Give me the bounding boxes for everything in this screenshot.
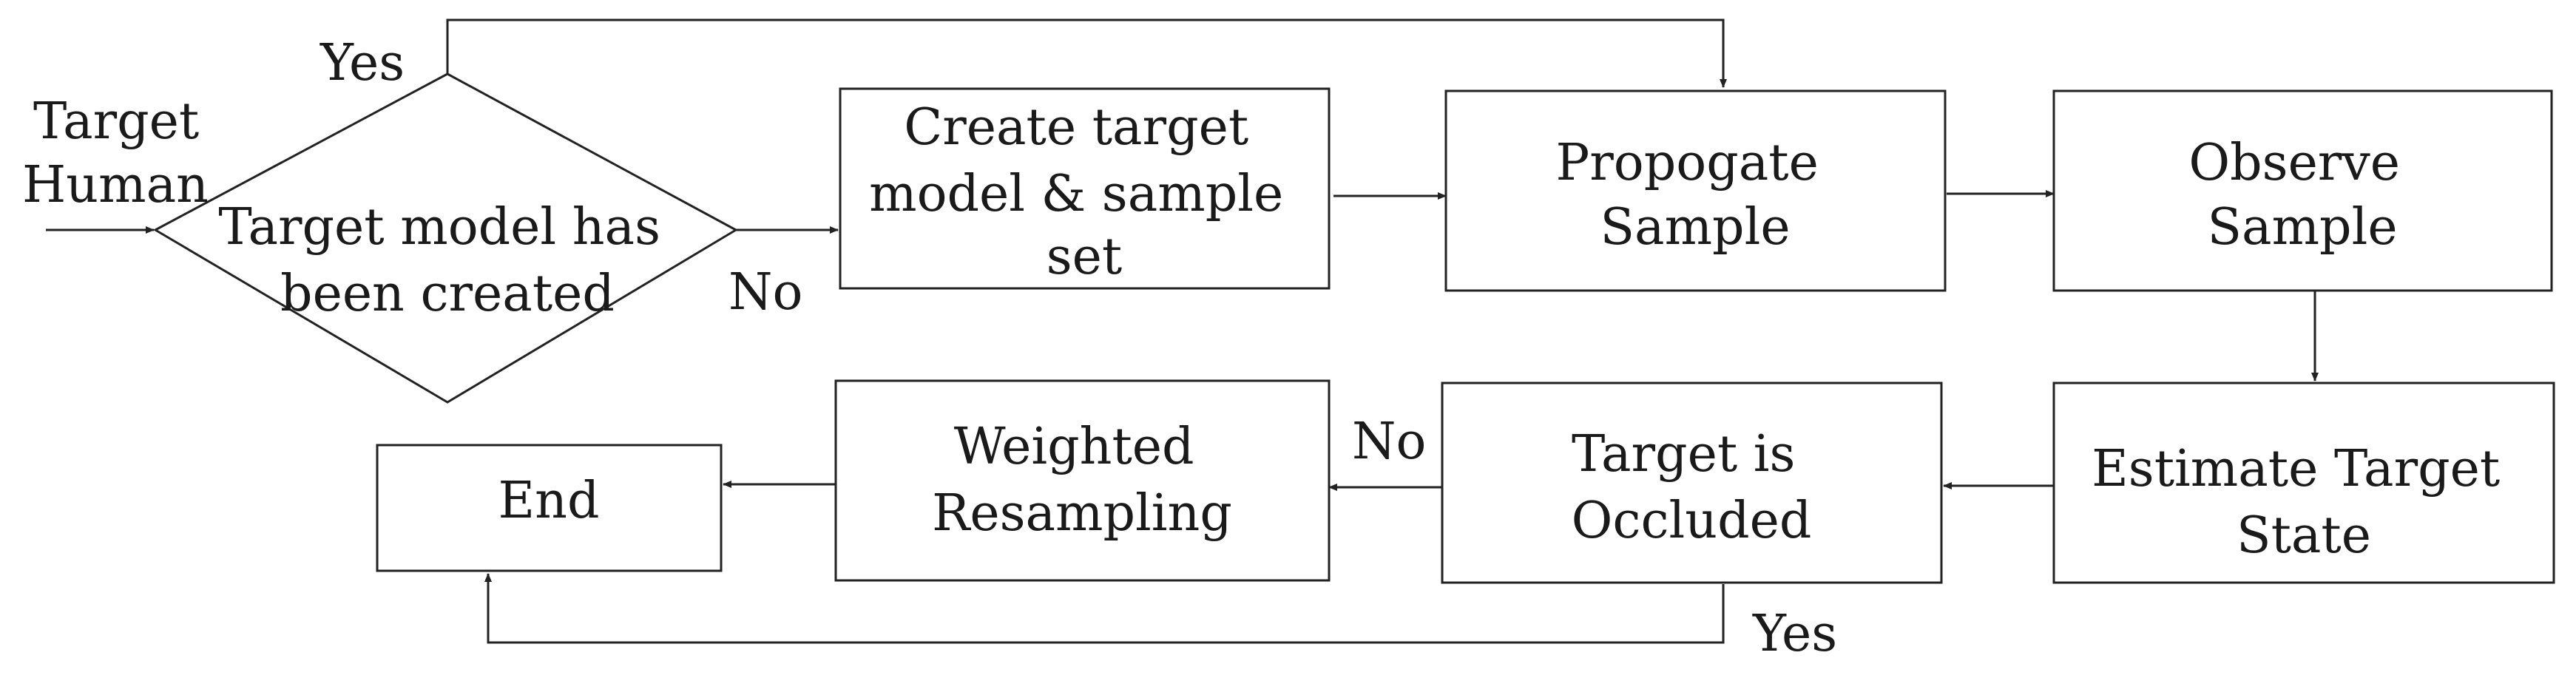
- decision-diamond: [152, 72, 739, 404]
- resampling-label: Weighted Resampling: [932, 418, 1232, 543]
- observe-label: Observe Sample: [2188, 134, 2416, 257]
- end-box: [376, 444, 723, 572]
- occluded-yes-label: Yes: [1752, 605, 1837, 663]
- estimate-box: [2052, 382, 2555, 584]
- propagate-label: Propogate Sample: [1556, 134, 1835, 257]
- resampling-box: [834, 379, 1331, 582]
- arrow-occluded-yes-to-end: [484, 573, 1725, 644]
- input-label: Target Human: [22, 92, 215, 214]
- arrow-decision-yes-to-propagate: [446, 18, 1727, 88]
- occluded-box: [1441, 382, 1943, 584]
- end-label: End: [498, 472, 600, 530]
- estimate-label: Estimate Target State: [2092, 440, 2516, 565]
- observe-box: [2052, 89, 2553, 292]
- create-box: [839, 87, 1331, 290]
- decision-label: Target model has been created: [218, 198, 676, 323]
- create-label: Create target model & sample set: [869, 98, 1299, 286]
- decision-no-label: No: [728, 263, 802, 322]
- occluded-label: Target is Occluded: [1572, 425, 1812, 550]
- decision-yes-label: Yes: [320, 34, 405, 92]
- propagate-box: [1444, 89, 1947, 292]
- occluded-no-label: No: [1352, 413, 1426, 471]
